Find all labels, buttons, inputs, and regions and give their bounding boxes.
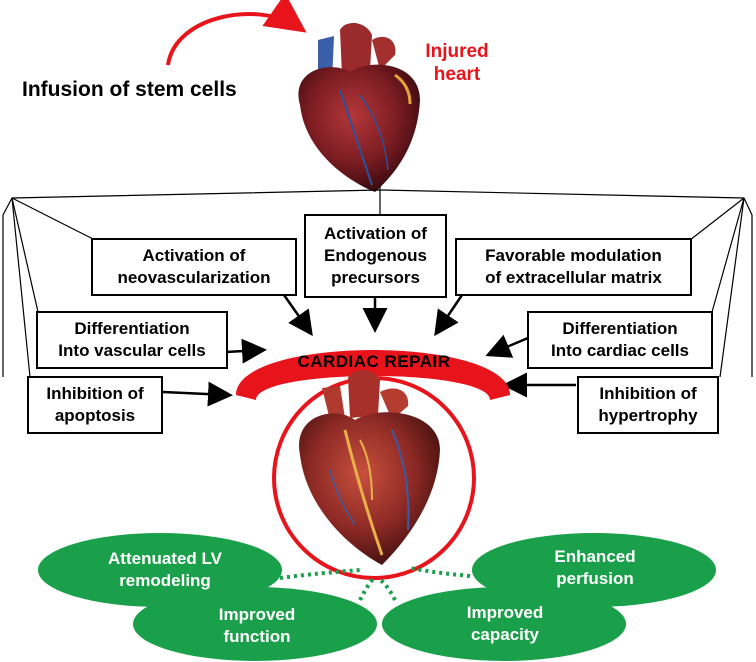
arrow-apoptosis: [162, 381, 233, 407]
bracket-right-mid: [689, 197, 745, 241]
bracket-right-low: [711, 197, 745, 313]
connector-capacity: [376, 576, 397, 601]
box-apoptosis: Inhibition of apoptosis: [27, 376, 163, 434]
infusion-arrow: [166, 0, 307, 66]
outcome-lv-remodeling: Attenuated LV remodeling: [108, 549, 222, 590]
box-neovascularization: Activation of neovascularization: [91, 238, 297, 296]
outcome-function: Improved function: [218, 605, 296, 646]
injured-heart-image: [298, 23, 420, 192]
connector-perfusion: [409, 566, 471, 578]
bracket-right-inner: [719, 197, 745, 378]
oval-function: [133, 587, 377, 661]
bracket-left-inner: [11, 197, 31, 378]
repaired-heart-image: [299, 370, 440, 565]
oval-capacity: [382, 587, 626, 661]
outcome-capacity: Improved capacity: [466, 603, 544, 644]
arrow-cardiac: [485, 334, 529, 358]
box-cardiac-differentiation: Differentiation Into cardiac cells: [527, 311, 713, 369]
box-extracellular-matrix: Favorable modulation of extracellular ma…: [455, 238, 692, 296]
box-vascular-differentiation: Differentiation Into vascular cells: [36, 311, 228, 369]
box-endogenous: Activation of Endogenous precursors: [304, 214, 447, 298]
box-hypertrophy: Inhibition of hypertrophy: [577, 376, 719, 434]
bracket-left: [2, 189, 381, 377]
cardiac-repair-label: CARDIAC REPAIR: [297, 352, 451, 371]
arrow-matrix: [434, 294, 464, 337]
connector-function: [358, 576, 376, 601]
arrow-vascular: [225, 338, 267, 364]
connector-lv: [279, 568, 361, 580]
injured-heart-label: Injured heart: [425, 41, 489, 85]
bracket-left-mid: [11, 197, 96, 241]
bracket-left-low: [11, 197, 39, 313]
arrow-neovascularization: [282, 294, 313, 337]
infusion-label: Infusion of stem cells: [22, 78, 237, 101]
bracket-right: [379, 189, 753, 377]
outcome-perfusion: Enhanced perfusion: [554, 547, 636, 588]
